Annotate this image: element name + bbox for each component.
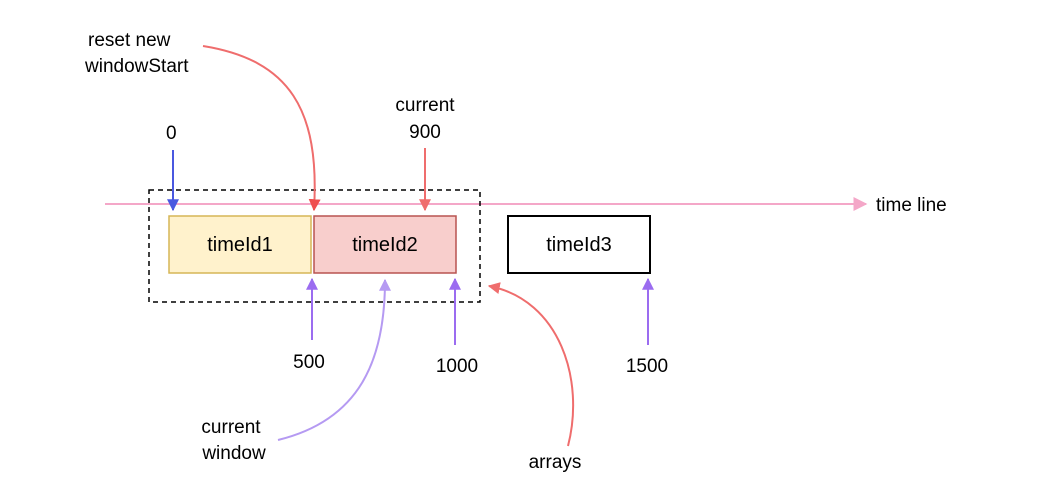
reset-arrow bbox=[202, 45, 321, 212]
arrays-arrow bbox=[487, 282, 575, 447]
current-900-label-line2: 900 bbox=[409, 122, 441, 143]
bucket-box-2 bbox=[313, 215, 457, 274]
bucket-box-1 bbox=[168, 215, 312, 274]
bucket-label-2: timeId2 bbox=[352, 234, 418, 256]
bucket-label-3: timeId3 bbox=[546, 234, 612, 256]
current-window-label-line2: window bbox=[201, 443, 266, 464]
zero-label: 0 bbox=[166, 123, 177, 144]
time-bucket-1: timeId1 bbox=[168, 215, 312, 274]
time-bucket-3: timeId3 bbox=[507, 215, 651, 274]
bucket-box-3 bbox=[507, 215, 651, 274]
reset-label-line2: windowStart bbox=[84, 56, 189, 77]
tick-500-label: 500 bbox=[293, 352, 325, 373]
arrays-label: arrays bbox=[529, 452, 582, 473]
time-bucket-2: timeId2 bbox=[313, 215, 457, 274]
current-900-label-line1: current bbox=[395, 95, 455, 116]
current-window-arrow bbox=[277, 278, 391, 441]
timeline-label: time line bbox=[876, 195, 947, 216]
tick-1000-label: 1000 bbox=[436, 356, 478, 377]
tick-1500-label: 1500 bbox=[626, 356, 668, 377]
current-window-label-line1: current bbox=[201, 417, 261, 438]
reset-label-line1: reset new bbox=[88, 30, 171, 51]
bucket-label-1: timeId1 bbox=[207, 234, 273, 256]
